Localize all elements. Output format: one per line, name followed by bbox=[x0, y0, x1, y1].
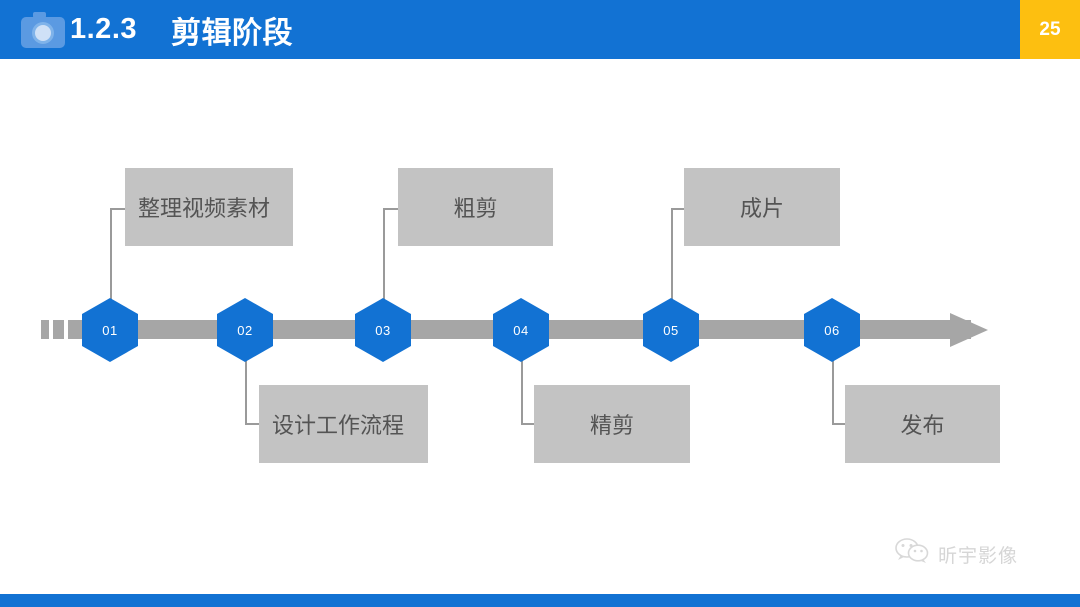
label-box-01: 整理视频素材 bbox=[125, 168, 293, 246]
connector-horizontal-06 bbox=[832, 423, 846, 425]
timeline-node-04[interactable]: 04 bbox=[493, 298, 549, 362]
bottom-accent-bar bbox=[0, 594, 1080, 607]
label-box-05: 成片 bbox=[684, 168, 840, 246]
connector-horizontal-02 bbox=[245, 423, 260, 425]
track-dash-left-2 bbox=[53, 320, 64, 339]
connector-horizontal-04 bbox=[521, 423, 535, 425]
track-dash-left-1 bbox=[41, 320, 49, 339]
label-box-02: 设计工作流程 bbox=[259, 385, 428, 463]
timeline-node-03[interactable]: 03 bbox=[355, 298, 411, 362]
connector-vertical-06 bbox=[832, 355, 834, 424]
connector-vertical-05 bbox=[671, 208, 673, 321]
connector-horizontal-01 bbox=[110, 208, 126, 210]
connector-horizontal-03 bbox=[383, 208, 399, 210]
wechat-icon bbox=[895, 537, 929, 571]
label-box-06: 发布 bbox=[845, 385, 1000, 463]
watermark: 昕宇影像 bbox=[895, 537, 1018, 571]
header-title-group: 1.2.3 剪辑阶段 bbox=[70, 0, 293, 59]
connector-horizontal-05 bbox=[671, 208, 685, 210]
section-title: 剪辑阶段 bbox=[171, 16, 293, 50]
watermark-text: 昕宇影像 bbox=[938, 545, 1019, 567]
label-box-03: 粗剪 bbox=[398, 168, 553, 246]
slide-header: 1.2.3 剪辑阶段 25 bbox=[0, 0, 1080, 59]
camera-icon bbox=[19, 9, 67, 51]
connector-vertical-02 bbox=[245, 355, 247, 424]
connector-vertical-04 bbox=[521, 355, 523, 424]
timeline-node-06[interactable]: 06 bbox=[804, 298, 860, 362]
timeline-node-05[interactable]: 05 bbox=[643, 298, 699, 362]
connector-vertical-03 bbox=[383, 208, 385, 321]
section-number: 1.2.3 bbox=[70, 13, 137, 45]
timeline-arrow-icon bbox=[950, 313, 988, 347]
timeline-node-02[interactable]: 02 bbox=[217, 298, 273, 362]
connector-vertical-01 bbox=[110, 208, 112, 321]
timeline-node-01[interactable]: 01 bbox=[82, 298, 138, 362]
page-number-badge: 25 bbox=[1020, 0, 1080, 59]
label-box-04: 精剪 bbox=[534, 385, 690, 463]
